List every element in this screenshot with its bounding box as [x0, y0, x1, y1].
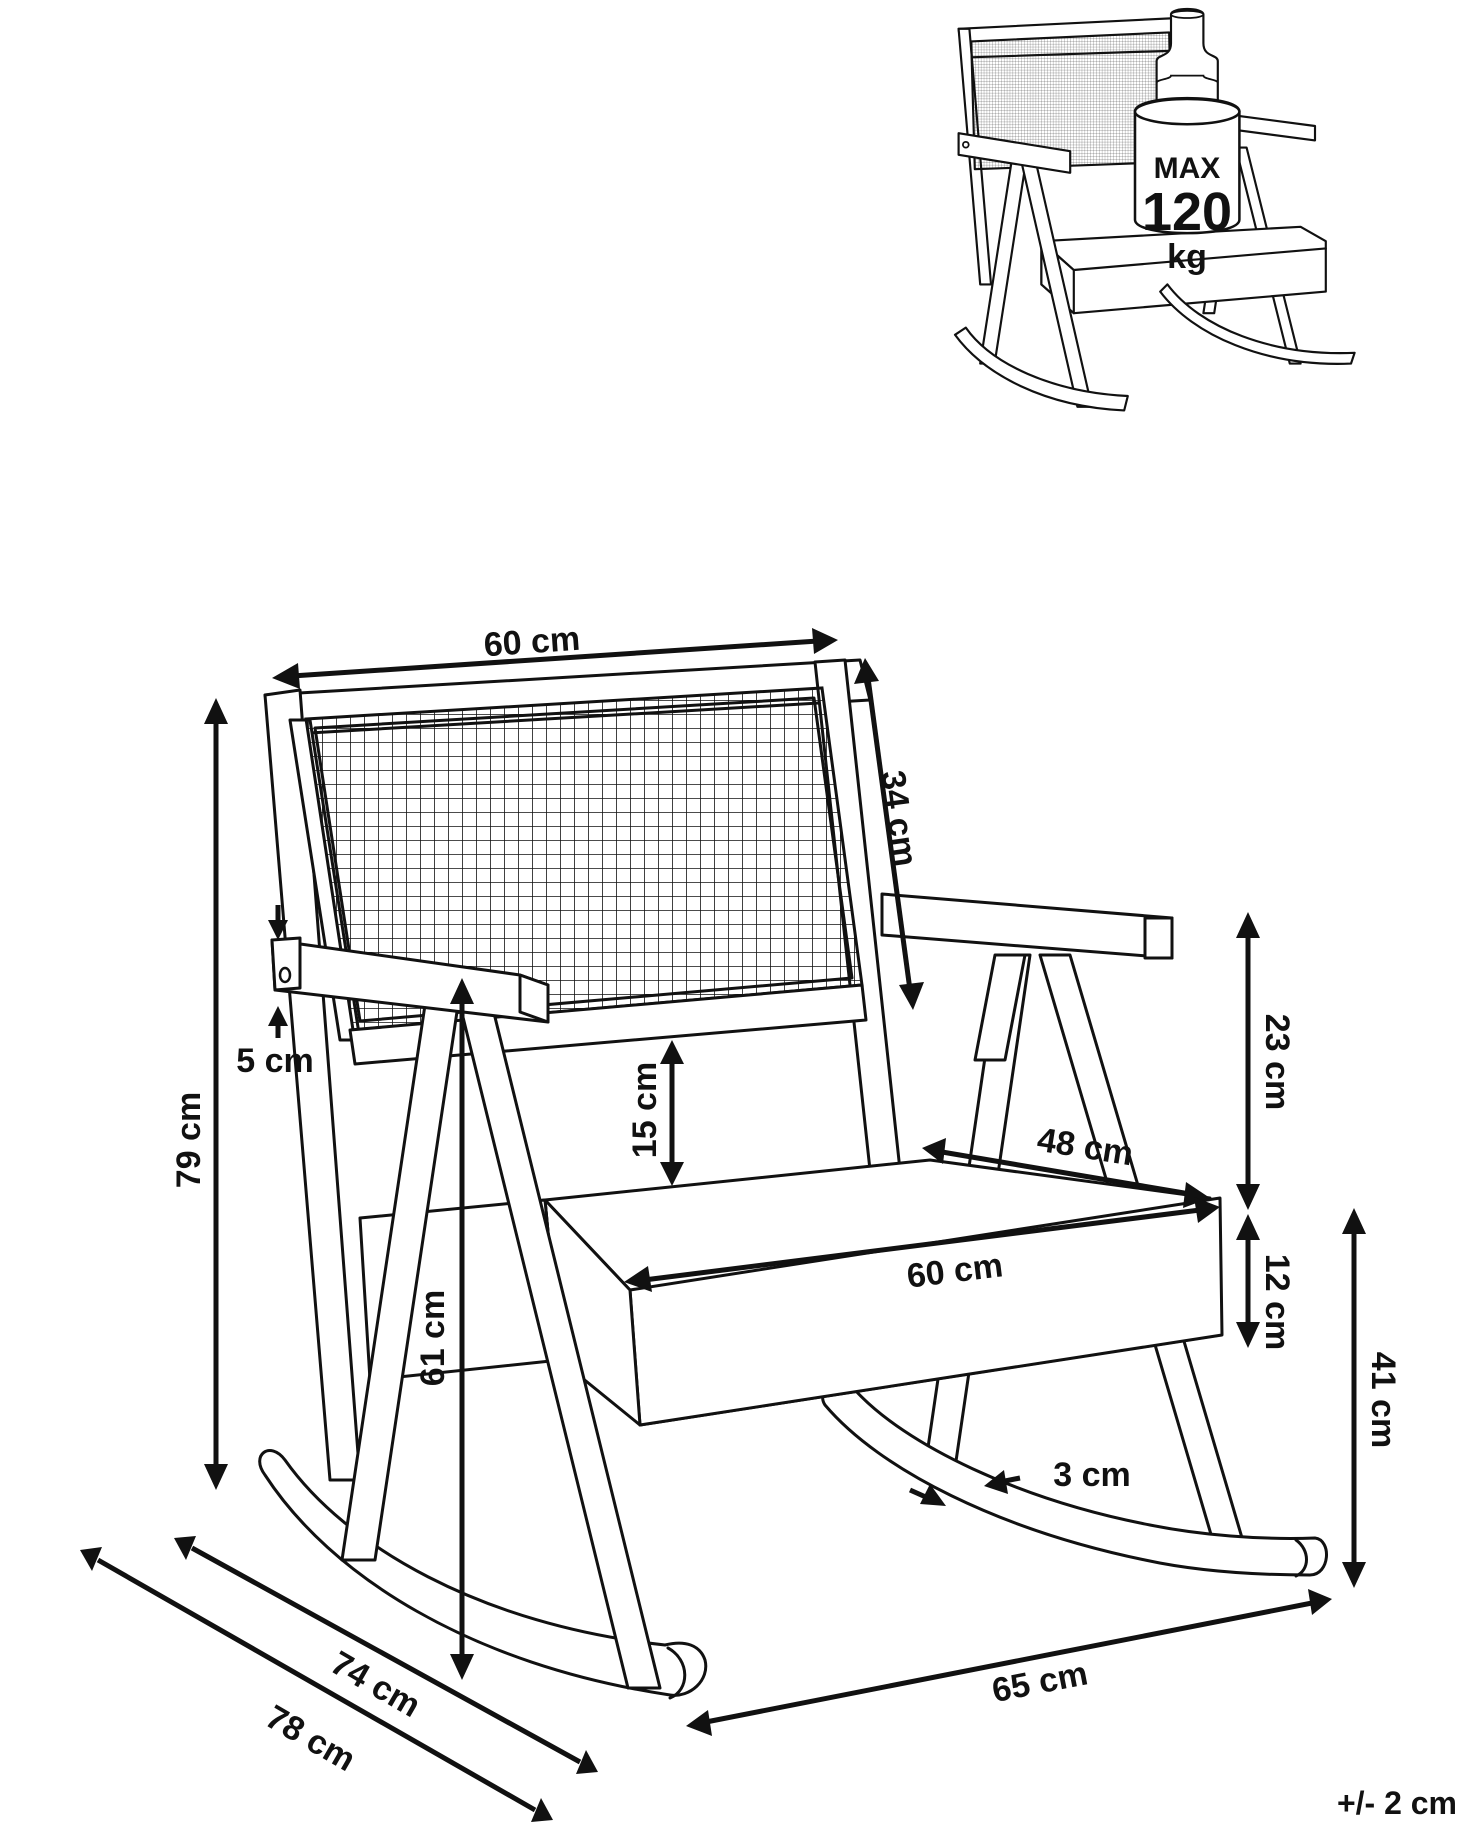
tolerance-note: +/- 2 cm	[1337, 1785, 1457, 1821]
label-armrest-height: 61 cm	[414, 1290, 452, 1386]
label-depth-inner: 74 cm	[324, 1644, 426, 1725]
label-depth-total: 78 cm	[259, 1698, 361, 1779]
label-back-gap: 15 cm	[626, 1062, 664, 1158]
label-total-height: 79 cm	[170, 1092, 208, 1188]
thumbnail-chair	[953, 7, 1356, 412]
label-seat-height: 41 cm	[1364, 1352, 1402, 1448]
max-weight-badge	[1133, 7, 1241, 235]
badge-weight-value: 120	[1142, 182, 1232, 242]
dimension-arrows	[80, 628, 1366, 1822]
label-armrest-above-seat: 23 cm	[1258, 1014, 1296, 1110]
weight-badge-text: MAX 120 kg	[1142, 152, 1232, 276]
badge-unit-label: kg	[1167, 238, 1207, 276]
label-backrest-width: 60 cm	[483, 620, 582, 665]
label-seat-thickness: 12 cm	[1258, 1254, 1296, 1350]
label-rocker-thickness: 3 cm	[1053, 1456, 1131, 1494]
label-backrest-height: 34 cm	[873, 768, 924, 869]
label-armrest-thickness: 5 cm	[236, 1042, 314, 1080]
main-chair	[258, 658, 1328, 1700]
badge-max-label: MAX	[1154, 152, 1221, 185]
